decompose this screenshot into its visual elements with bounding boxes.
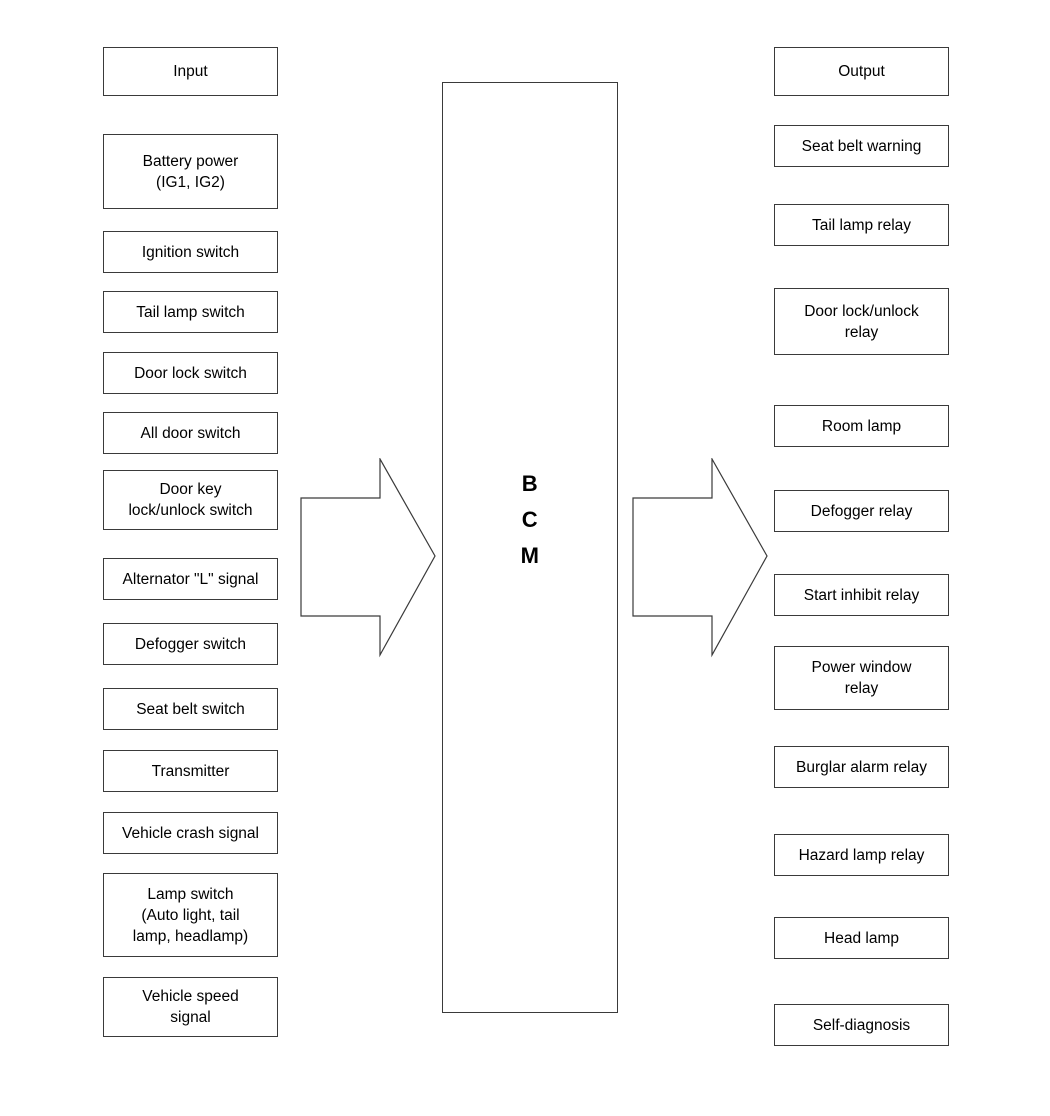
input-node-11: Vehicle crash signal xyxy=(103,812,278,854)
output-node-label-1: Seat belt warning xyxy=(801,137,922,155)
input-node-label-7: Alternator "L" signal xyxy=(122,570,259,588)
input-node-label-0: Input xyxy=(173,63,208,80)
input-node-label-9: Seat belt switch xyxy=(136,700,245,718)
output-node-9: Hazard lamp relay xyxy=(774,834,949,876)
output-node-label-11: Self-diagnosis xyxy=(812,1016,911,1034)
output-node-5: Defogger relay xyxy=(774,490,949,532)
input-flow-arrow-icon xyxy=(300,458,436,658)
output-node-10: Head lamp xyxy=(774,917,949,959)
output-node-6: Start inhibit relay xyxy=(774,574,949,616)
output-node-label-5: Defogger relay xyxy=(810,502,913,520)
bcm-unit-label: B C M xyxy=(520,471,540,568)
output-node-label-10: Head lamp xyxy=(824,929,899,947)
output-node-label-2: Tail lamp relay xyxy=(811,216,912,234)
output-node-label-3: Door lock/unlock relay xyxy=(804,302,919,341)
input-node-label-1: Battery power (IG1, IG2) xyxy=(142,152,239,191)
input-node-label-8: Defogger switch xyxy=(134,635,247,653)
input-node-0: Input xyxy=(103,47,278,96)
output-node-label-8: Burglar alarm relay xyxy=(796,758,927,776)
input-node-7: Alternator "L" signal xyxy=(103,558,278,600)
input-node-label-12: Lamp switch (Auto light, tail lamp, head… xyxy=(132,885,249,945)
input-node-6: Door key lock/unlock switch xyxy=(103,470,278,530)
output-node-label-0: Output xyxy=(838,63,885,80)
input-node-5: All door switch xyxy=(103,412,278,454)
output-node-label-7: Power window relay xyxy=(811,659,912,697)
output-node-4: Room lamp xyxy=(774,405,949,447)
output-node-2: Tail lamp relay xyxy=(774,204,949,246)
input-node-10: Transmitter xyxy=(103,750,278,792)
input-node-3: Tail lamp switch xyxy=(103,291,278,333)
output-flow-arrow-icon xyxy=(632,458,768,658)
input-node-label-6: Door key lock/unlock switch xyxy=(128,481,253,519)
input-node-label-3: Tail lamp switch xyxy=(136,303,245,321)
input-node-label-2: Ignition switch xyxy=(141,243,240,261)
input-node-8: Defogger switch xyxy=(103,623,278,665)
input-node-label-10: Transmitter xyxy=(151,762,230,780)
output-node-11: Self-diagnosis xyxy=(774,1004,949,1046)
bcm-unit-box xyxy=(442,82,618,1013)
input-node-13: Vehicle speed signal xyxy=(103,977,278,1037)
output-node-label-9: Hazard lamp relay xyxy=(798,846,925,864)
output-node-label-6: Start inhibit relay xyxy=(803,586,920,604)
output-node-7: Power window relay xyxy=(774,646,949,710)
input-node-12: Lamp switch (Auto light, tail lamp, head… xyxy=(103,873,278,957)
input-node-label-5: All door switch xyxy=(140,424,241,442)
input-node-label-4: Door lock switch xyxy=(134,364,247,382)
output-node-8: Burglar alarm relay xyxy=(774,746,949,788)
input-node-label-11: Vehicle crash signal xyxy=(122,824,259,842)
input-node-9: Seat belt switch xyxy=(103,688,278,730)
output-node-3: Door lock/unlock relay xyxy=(774,288,949,355)
output-node-label-4: Room lamp xyxy=(821,417,902,435)
input-node-2: Ignition switch xyxy=(103,231,278,273)
output-node-1: Seat belt warning xyxy=(774,125,949,167)
output-node-0: Output xyxy=(774,47,949,96)
input-node-4: Door lock switch xyxy=(103,352,278,394)
input-node-1: Battery power (IG1, IG2) xyxy=(103,134,278,209)
input-node-label-13: Vehicle speed signal xyxy=(142,988,239,1026)
